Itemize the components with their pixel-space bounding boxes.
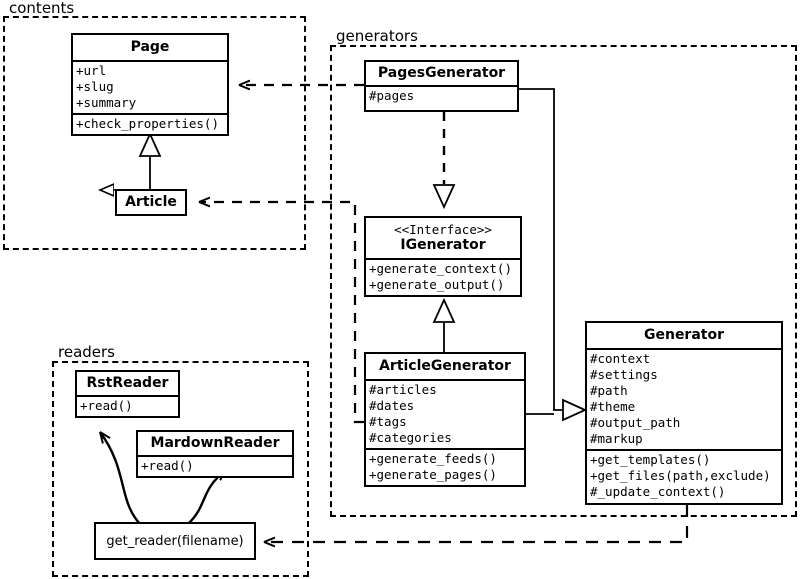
class-generator-attributes: #context #settings #path #theme #output_… (587, 348, 781, 449)
method: +generate_output() (369, 277, 505, 292)
class-markdown-reader-methods: +read() (138, 455, 292, 476)
attribute: +summary (76, 95, 137, 110)
class-rst-reader[interactable]: RstReader +read() (75, 370, 180, 418)
package-contents-label: contents (6, 1, 78, 16)
class-pages-generator-title: PagesGenerator (377, 65, 506, 81)
method: +generate_feeds() (369, 451, 497, 466)
method: +generate_pages() (369, 467, 497, 482)
class-igenerator-stereotype: <<Interface>> (394, 222, 492, 237)
class-markdown-reader[interactable]: MardownReader +read() (136, 430, 294, 478)
attribute: #markup (590, 431, 643, 446)
function-get-reader-label: get_reader(filename) (106, 533, 244, 549)
class-igenerator[interactable]: <<Interface>> IGenerator +generate_conte… (364, 216, 522, 297)
attribute: #path (590, 383, 628, 398)
attribute: #articles (369, 382, 437, 397)
package-contents (3, 16, 306, 250)
class-article-generator[interactable]: ArticleGenerator #articles #dates #tags … (364, 352, 526, 487)
method: +check_properties() (76, 116, 219, 131)
attribute: #theme (590, 399, 636, 414)
method: +get_files(path,exclude) (590, 468, 771, 483)
package-readers (52, 361, 309, 577)
class-igenerator-title: IGenerator (400, 237, 486, 253)
attribute: #dates (369, 398, 415, 413)
class-markdown-reader-title: MardownReader (150, 435, 280, 451)
class-page-attributes: +url +slug +summary (73, 60, 227, 113)
class-rst-reader-title: RstReader (86, 375, 169, 391)
class-page[interactable]: Page +url +slug +summary +check_properti… (71, 33, 229, 136)
attribute: +url (76, 63, 107, 78)
attribute: #output_path (590, 415, 681, 430)
method: +generate_context() (369, 261, 512, 276)
method: +get_templates() (590, 452, 711, 467)
package-readers-label: readers (55, 345, 118, 360)
attribute: #settings (590, 367, 658, 382)
method: #_update_context() (590, 484, 726, 499)
attribute: #pages (369, 88, 415, 103)
class-page-methods: +check_properties() (73, 113, 227, 134)
method: +read() (80, 398, 133, 413)
class-pages-generator-attributes: #pages (366, 85, 517, 106)
class-article-generator-methods: +generate_feeds() +generate_pages() (366, 448, 524, 485)
attribute: #tags (369, 414, 407, 429)
class-article-generator-attributes: #articles #dates #tags #categories (366, 379, 524, 448)
method: +read() (141, 458, 194, 473)
class-generator-methods: +get_templates() +get_files(path,exclude… (587, 449, 781, 502)
class-igenerator-methods: +generate_context() +generate_output() (366, 258, 520, 295)
function-get-reader[interactable]: get_reader(filename) (94, 522, 256, 560)
class-pages-generator[interactable]: PagesGenerator #pages (364, 60, 519, 112)
attribute: #context (590, 351, 651, 366)
attribute: +slug (76, 79, 114, 94)
class-generator[interactable]: Generator #context #settings #path #them… (585, 321, 783, 505)
attribute: #categories (369, 430, 452, 445)
class-page-title: Page (130, 39, 170, 55)
package-generators-label: generators (333, 29, 421, 44)
class-article-title: Article (125, 194, 177, 210)
class-rst-reader-methods: +read() (77, 395, 178, 416)
class-article-generator-title: ArticleGenerator (379, 358, 511, 374)
class-article[interactable]: Article (115, 189, 187, 216)
class-generator-title: Generator (643, 327, 724, 343)
